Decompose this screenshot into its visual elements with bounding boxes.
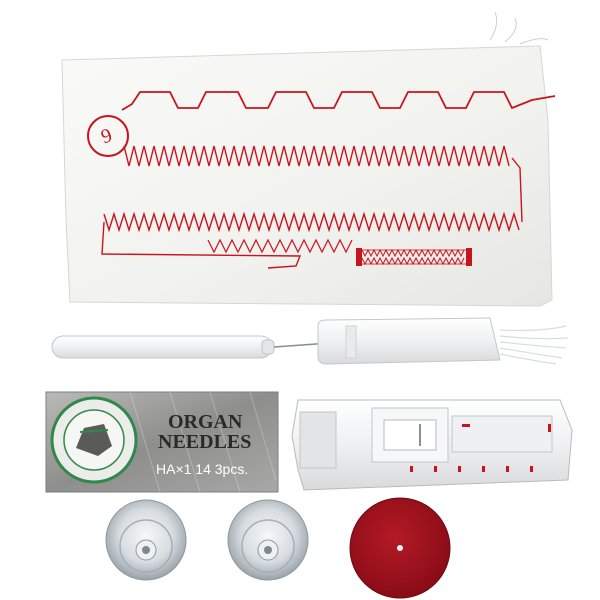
needle-pack: ORGAN NEEDLES HA×1 14 3pcs. [45,391,279,493]
needle-brand-seal-icon [50,396,138,484]
stitch-square-wave [121,91,556,111]
stitch-connector-left [101,221,302,269]
stitch-zigzag-row-1 [123,145,510,167]
buttonhole-presser-foot [291,399,573,491]
seam-ripper-cap-brush [317,317,569,365]
bobbin-left [105,499,187,581]
frayed-thread [489,11,549,45]
stitch-zigzag-row-2 [103,211,520,233]
presser-foot-red-markers [410,424,551,472]
fabric-cloth [61,45,553,307]
stitch-buttonhole [356,248,472,266]
needle-pack-spec: HA×1 14 3pcs. [156,461,248,477]
stitch-zigzag-row-3 [207,238,353,254]
fabric-swatch: 9 [61,11,556,307]
seam-ripper [51,335,332,359]
needle-pack-brand-line-2: NEEDLES [158,431,251,453]
stitch-connector [511,157,523,223]
brush-bristles-icon [499,325,569,365]
seam-ripper-handle [51,335,273,359]
felt-spool-pad [349,497,451,599]
bobbin-right [227,499,309,581]
needle-pack-brand-line-1: ORGAN [168,411,243,433]
